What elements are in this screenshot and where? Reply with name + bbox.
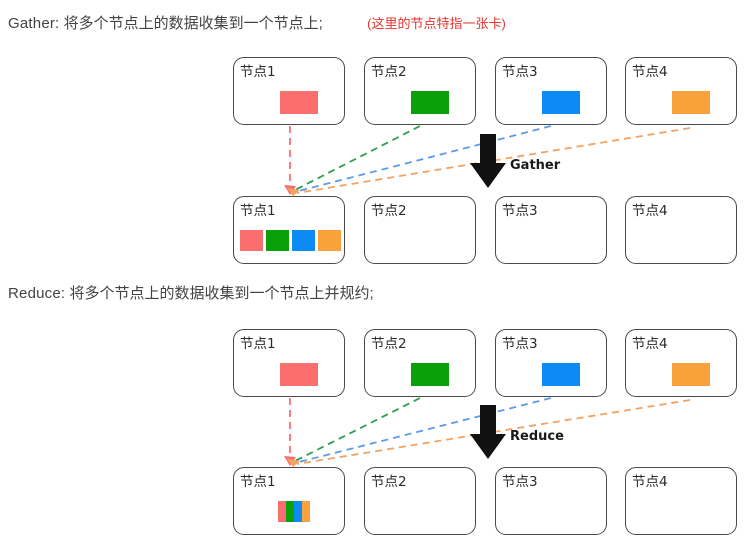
node-title: 节点1 xyxy=(240,336,276,352)
gather-source-node-2[interactable]: 节点2 xyxy=(364,57,476,125)
node-title: 节点1 xyxy=(240,203,276,219)
gather-connectors xyxy=(284,125,691,196)
caption-gather-note: (这里的节点特指一张卡) xyxy=(367,16,506,31)
gathered-chip xyxy=(266,230,289,251)
data-chip xyxy=(540,361,582,388)
reduce-source-node-1[interactable]: 节点1 xyxy=(233,329,345,397)
caption-reduce: Reduce: 将多个节点上的数据收集到一个节点上并规约; xyxy=(8,285,374,303)
gather-dest-node-3[interactable]: 节点3 xyxy=(495,196,607,264)
gather-arrow-label: Gather xyxy=(510,158,561,173)
reduced-stripe xyxy=(294,501,302,522)
node-title: 节点1 xyxy=(240,64,276,80)
reduce-connectors xyxy=(284,397,691,467)
reduce-dest-node-3[interactable]: 节点3 xyxy=(495,467,607,535)
gather-source-node-1[interactable]: 节点1 xyxy=(233,57,345,125)
reduce-dest-node-4[interactable]: 节点4 xyxy=(625,467,737,535)
gather-dest-node-4[interactable]: 节点4 xyxy=(625,196,737,264)
gathered-chip xyxy=(318,230,341,251)
reduce-arrowhead-red xyxy=(284,456,296,466)
node-title: 节点2 xyxy=(371,203,407,219)
reduce-arrow-label: Reduce xyxy=(510,429,564,444)
gather-source-node-3[interactable]: 节点3 xyxy=(495,57,607,125)
reduce-source-node-2[interactable]: 节点2 xyxy=(364,329,476,397)
node-title: 节点4 xyxy=(632,203,668,219)
data-chip xyxy=(409,89,451,116)
caption-reduce-text: 将多个节点上的数据收集到一个节点上并规约; xyxy=(69,285,374,302)
node-title: 节点4 xyxy=(632,336,668,352)
gather-line-node2 xyxy=(292,125,421,192)
node-title: 节点3 xyxy=(502,64,538,80)
node-title: 节点2 xyxy=(371,336,407,352)
caption-reduce-op: Reduce: xyxy=(8,285,66,302)
gather-down-arrow-shape xyxy=(470,134,506,188)
node-title: 节点4 xyxy=(632,64,668,80)
gather-line-node4 xyxy=(296,127,691,194)
data-chip xyxy=(278,361,320,388)
gather-arrowhead-orange xyxy=(287,188,300,196)
reduce-source-node-4[interactable]: 节点4 xyxy=(625,329,737,397)
gathered-chip xyxy=(240,230,263,251)
reduce-line-node2 xyxy=(292,397,421,463)
gathered-chip-row xyxy=(240,230,341,251)
gathered-chip xyxy=(292,230,315,251)
reduce-dest-node-1[interactable]: 节点1 xyxy=(233,467,345,535)
reduce-source-node-3[interactable]: 节点3 xyxy=(495,329,607,397)
node-title: 节点3 xyxy=(502,336,538,352)
node-title: 节点3 xyxy=(502,203,538,219)
reduce-down-arrow-shape xyxy=(470,405,506,459)
data-chip xyxy=(670,89,712,116)
node-title: 节点2 xyxy=(371,64,407,80)
gather-dest-node-1[interactable]: 节点1 xyxy=(233,196,345,264)
node-title: 节点3 xyxy=(502,474,538,490)
gather-dest-node-2[interactable]: 节点2 xyxy=(364,196,476,264)
gather-arrowhead-red xyxy=(284,185,296,195)
data-chip xyxy=(409,361,451,388)
data-chip xyxy=(278,89,320,116)
reduce-dest-node-2[interactable]: 节点2 xyxy=(364,467,476,535)
node-title: 节点2 xyxy=(371,474,407,490)
node-title: 节点4 xyxy=(632,474,668,490)
reduced-stripe-block xyxy=(278,501,310,522)
data-chip xyxy=(670,361,712,388)
reduced-stripe xyxy=(286,501,294,522)
caption-gather-text: 将多个节点上的数据收集到一个节点上; xyxy=(63,15,323,32)
caption-gather: Gather: 将多个节点上的数据收集到一个节点上; (这里的节点特指一张卡) xyxy=(8,15,506,33)
node-title: 节点1 xyxy=(240,474,276,490)
reduce-line-node4 xyxy=(296,399,691,465)
caption-gather-op: Gather: xyxy=(8,15,60,32)
gather-source-node-4[interactable]: 节点4 xyxy=(625,57,737,125)
reduced-stripe xyxy=(302,501,310,522)
reduced-stripe xyxy=(278,501,286,522)
data-chip xyxy=(540,89,582,116)
reduce-arrowhead-orange xyxy=(287,459,300,467)
